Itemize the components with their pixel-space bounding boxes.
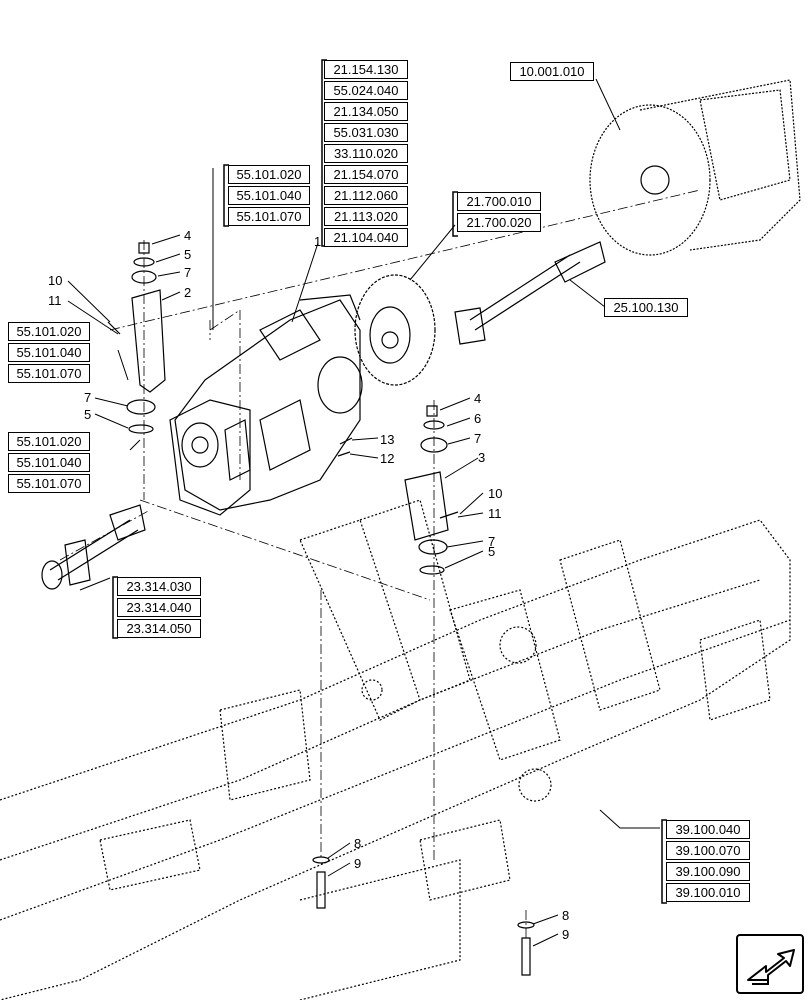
- prop-shaft: [454, 241, 606, 345]
- ref-box[interactable]: 33.110.020: [324, 144, 408, 163]
- ref-group-top-right: 10.001.010: [510, 62, 594, 83]
- ref-box[interactable]: 21.700.010: [457, 192, 541, 211]
- callout-6: 6: [474, 411, 482, 426]
- ref-box[interactable]: 55.101.020: [228, 165, 310, 184]
- ref-box[interactable]: 21.154.070: [324, 165, 408, 184]
- callout-4: 4: [184, 228, 192, 243]
- flywheel-hub: [640, 165, 670, 195]
- ref-box[interactable]: 10.001.010: [510, 62, 594, 81]
- frame-hole: [361, 679, 383, 701]
- ref-box[interactable]: 39.100.090: [666, 862, 750, 881]
- callout-4: 4: [474, 391, 482, 406]
- callout-8: 8: [354, 836, 362, 851]
- leader-lines: [67, 78, 660, 947]
- ref-box[interactable]: 39.100.040: [666, 820, 750, 839]
- callout-9: 9: [354, 856, 362, 871]
- transmission: [169, 294, 363, 516]
- ref-box[interactable]: 55.101.040: [8, 343, 90, 362]
- ref-group-left-upper: 55.101.020 55.101.040 55.101.070: [228, 165, 310, 228]
- ref-box[interactable]: 55.101.070: [228, 207, 310, 226]
- ref-group-frame: 39.100.040 39.100.070 39.100.090 39.100.…: [666, 820, 750, 904]
- callout-10: 10: [488, 486, 503, 501]
- callout-7: 7: [184, 265, 192, 280]
- ref-group-converter: 21.700.010 21.700.020: [457, 192, 541, 234]
- frame-boss-1: [499, 626, 537, 664]
- ref-box[interactable]: 39.100.010: [666, 883, 750, 902]
- callout-12: 12: [380, 451, 395, 466]
- callout-2: 2: [184, 285, 192, 300]
- callout-11: 11: [48, 293, 62, 308]
- arrow-glyph: [747, 949, 795, 985]
- callout-7: 7: [84, 390, 92, 405]
- callout-13: 13: [380, 432, 395, 447]
- ref-box[interactable]: 23.314.050: [117, 619, 201, 638]
- ref-box[interactable]: 21.134.050: [324, 102, 408, 121]
- callout-5: 5: [184, 247, 192, 262]
- ref-group-top-center: 21.154.130 55.024.040 21.134.050 55.031.…: [324, 60, 408, 249]
- ref-box[interactable]: 39.100.070: [666, 841, 750, 860]
- left-mount-stack: [107, 242, 166, 434]
- ref-box[interactable]: 23.314.030: [117, 577, 201, 596]
- callout-11: 11: [488, 506, 502, 521]
- ref-box[interactable]: 21.104.040: [324, 228, 408, 247]
- center-lines: [59, 189, 701, 940]
- ref-box[interactable]: 55.031.030: [324, 123, 408, 142]
- ref-box[interactable]: 21.700.020: [457, 213, 541, 232]
- callout-1: 1: [314, 234, 322, 249]
- front-driveshaft: [41, 504, 146, 590]
- ref-box[interactable]: 55.101.020: [8, 322, 90, 341]
- ref-box[interactable]: 55.024.040: [324, 81, 408, 100]
- callout-10: 10: [48, 273, 63, 288]
- callout-8: 8: [562, 908, 570, 923]
- right-mount-stack: [337, 405, 459, 575]
- callout-5: 5: [84, 407, 92, 422]
- ref-group-shaft: 25.100.130: [604, 298, 688, 319]
- ref-box[interactable]: 25.100.130: [604, 298, 688, 317]
- callout-5: 5: [488, 544, 496, 559]
- ref-box[interactable]: 55.101.020: [8, 432, 90, 451]
- ref-box[interactable]: 21.154.130: [324, 60, 408, 79]
- ref-box[interactable]: 21.113.020: [324, 207, 408, 226]
- chassis-frame: [0, 499, 791, 1000]
- next-page-arrow-icon[interactable]: [736, 934, 804, 994]
- callout-7: 7: [474, 431, 482, 446]
- torque-converter: [354, 274, 436, 386]
- ref-box[interactable]: 23.314.040: [117, 598, 201, 617]
- ref-box[interactable]: 55.101.040: [228, 186, 310, 205]
- ref-group-driveshaft: 23.314.030 23.314.040 23.314.050: [117, 577, 201, 640]
- ref-group-left-mid: 55.101.020 55.101.040 55.101.070: [8, 322, 90, 385]
- callout-3: 3: [478, 450, 486, 465]
- ref-box[interactable]: 55.101.040: [8, 453, 90, 472]
- ref-box[interactable]: 55.101.070: [8, 364, 90, 383]
- ref-box[interactable]: 55.101.070: [8, 474, 90, 493]
- callout-9: 9: [562, 927, 570, 942]
- engine-outline: [589, 79, 801, 256]
- ref-box[interactable]: 21.112.060: [324, 186, 408, 205]
- ref-group-left-low: 55.101.020 55.101.040 55.101.070: [8, 432, 90, 495]
- callout-7: 7: [488, 534, 496, 549]
- frame-boss-2: [518, 768, 552, 802]
